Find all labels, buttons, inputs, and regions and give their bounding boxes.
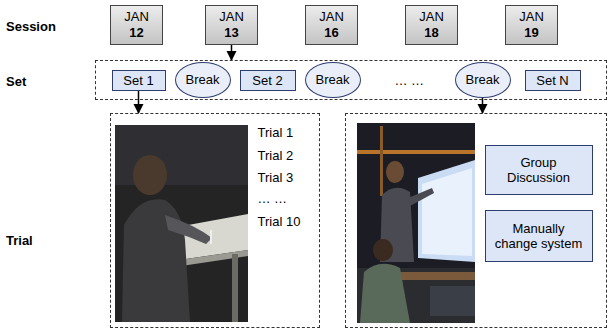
session-box: JAN12 xyxy=(110,5,163,45)
action-box: Manually change system xyxy=(485,210,593,262)
break-container: Group DiscussionManually change system xyxy=(345,113,607,328)
session-box: JAN16 xyxy=(305,5,358,45)
set-box: Set 2 xyxy=(240,70,296,91)
trial-container: Trial 1 Trial 2 Trial 3 … … Trial 10 xyxy=(110,113,320,328)
day-number: 18 xyxy=(424,25,438,41)
node-label: Break xyxy=(186,72,220,87)
node-label: Set N xyxy=(536,73,569,88)
month-label: JAN xyxy=(319,9,344,25)
set-box: Set N xyxy=(525,70,581,91)
break-ellipse: Break xyxy=(175,62,231,98)
month-label: JAN xyxy=(124,9,149,25)
day-number: 13 xyxy=(224,25,238,41)
node-label: … … xyxy=(395,73,425,88)
month-label: JAN xyxy=(519,9,544,25)
discussion-photo xyxy=(357,123,475,323)
break-ellipse: Break xyxy=(305,62,361,98)
set-box: Set 1 xyxy=(112,70,166,91)
row-label: Set xyxy=(6,74,26,89)
node-label: Set 2 xyxy=(252,73,282,88)
down-arrow xyxy=(138,91,140,114)
down-arrow xyxy=(231,45,233,60)
node-label: Trial 2 xyxy=(258,148,294,163)
month-label: JAN xyxy=(219,9,244,25)
row-label: Trial xyxy=(6,233,33,248)
node-label: Break xyxy=(316,72,350,87)
trial-photo xyxy=(115,125,248,322)
node-label: Set 1 xyxy=(123,73,153,88)
action-box: Group Discussion xyxy=(485,145,593,195)
day-number: 16 xyxy=(324,25,338,41)
node-label: Trial 1 xyxy=(258,125,294,140)
node-label: Group Discussion xyxy=(492,155,586,185)
session-box: JAN13 xyxy=(205,5,258,45)
session-box: JAN18 xyxy=(405,5,458,45)
break-ellipse: Break xyxy=(455,62,511,98)
node-label: Trial 3 xyxy=(258,170,294,185)
row-label: Session xyxy=(6,19,56,34)
node-label: Manually change system xyxy=(492,221,586,251)
session-box: JAN19 xyxy=(505,5,558,45)
month-label: JAN xyxy=(419,9,444,25)
day-number: 12 xyxy=(129,25,143,41)
node-label: Break xyxy=(466,72,500,87)
node-label: Trial 10 xyxy=(258,214,301,229)
day-number: 19 xyxy=(524,25,538,41)
set-container: … … Set 1 Break Set 2 Break Break Set N xyxy=(95,60,607,100)
node-label: … … xyxy=(258,191,288,206)
